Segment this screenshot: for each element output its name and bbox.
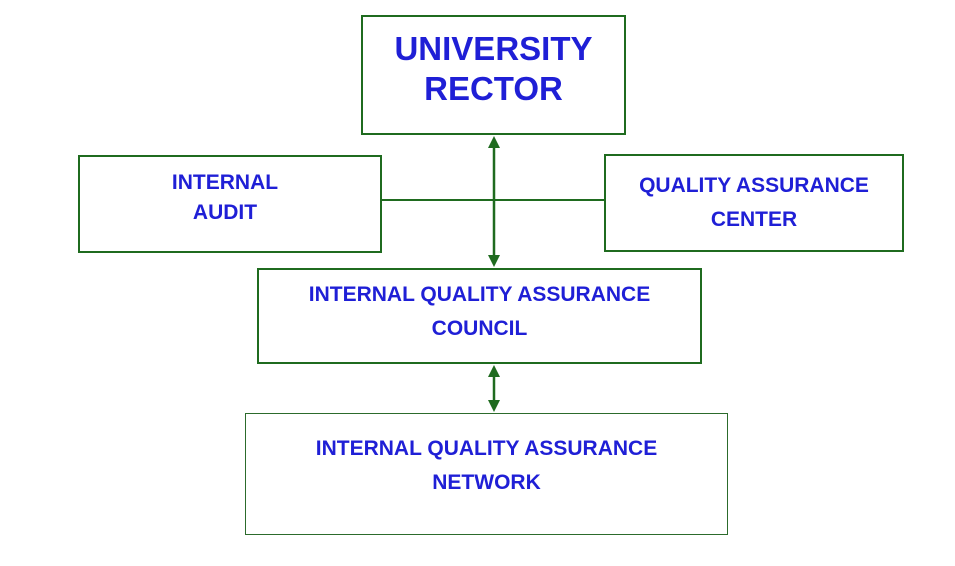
node-university-rector: UNIVERSITY RECTOR [361, 15, 626, 135]
node-internal-audit: INTERNAL AUDIT [78, 155, 382, 253]
node-label-line: INTERNAL QUALITY ASSURANCE [315, 437, 658, 460]
node-label-line: CENTER [710, 208, 798, 231]
arrowhead-up-rector [488, 136, 500, 148]
node-iqa-network: INTERNAL QUALITY ASSURANCE NETWORK [245, 413, 728, 535]
arrowhead-down-network [488, 400, 500, 412]
node-label-line: INTERNAL [171, 171, 279, 194]
node-label-line: UNIVERSITY [394, 30, 593, 67]
node-label-line: AUDIT [192, 201, 258, 224]
node-label-line: COUNCIL [431, 317, 528, 340]
arrowhead-down-council [488, 255, 500, 267]
node-iqa-council: INTERNAL QUALITY ASSURANCE COUNCIL [257, 268, 702, 364]
node-label-line: INTERNAL QUALITY ASSURANCE [308, 283, 651, 306]
arrowhead-up-council [488, 365, 500, 377]
node-label-line: RECTOR [424, 70, 563, 107]
node-label-line: NETWORK [432, 471, 541, 494]
node-label-line: QUALITY ASSURANCE [639, 174, 869, 197]
node-quality-assurance-center: QUALITY ASSURANCE CENTER [604, 154, 904, 252]
